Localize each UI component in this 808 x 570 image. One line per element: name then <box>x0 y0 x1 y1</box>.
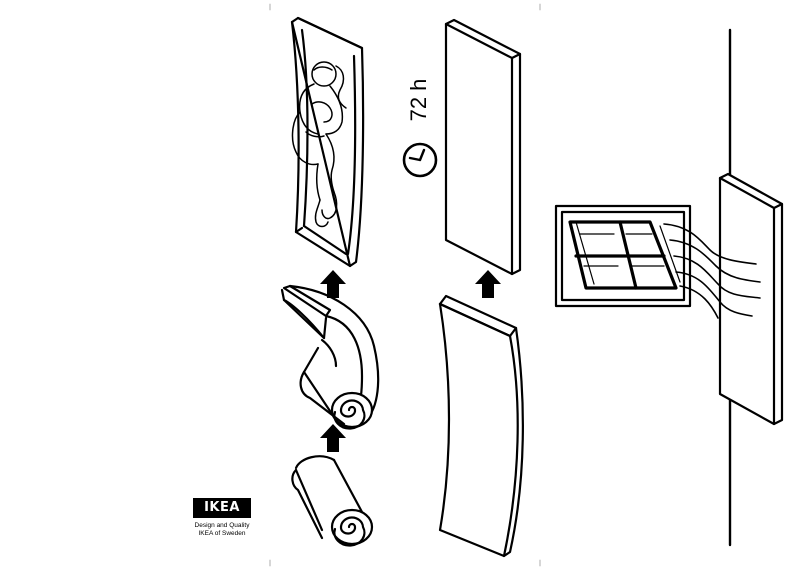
curved-mattress-icon <box>440 296 523 556</box>
open-window-icon <box>556 206 690 306</box>
rolled-mattress-icon <box>292 456 372 545</box>
mattress-with-person-icon <box>292 18 363 266</box>
flat-mattress-icon <box>720 174 782 424</box>
flat-mattress-icon <box>446 20 520 274</box>
unrolling-mattress-icon <box>282 286 378 429</box>
clock-icon <box>404 144 436 176</box>
ikea-logo: IKEA <box>193 498 251 518</box>
logo-tagline-line1: Design and Quality <box>182 522 262 530</box>
logo-tagline-line2: IKEA of Sweden <box>182 530 262 538</box>
arrow-up-icon <box>475 270 501 298</box>
duration-label: 72 h <box>407 78 431 122</box>
ikea-wordmark: IKEA <box>193 498 251 518</box>
